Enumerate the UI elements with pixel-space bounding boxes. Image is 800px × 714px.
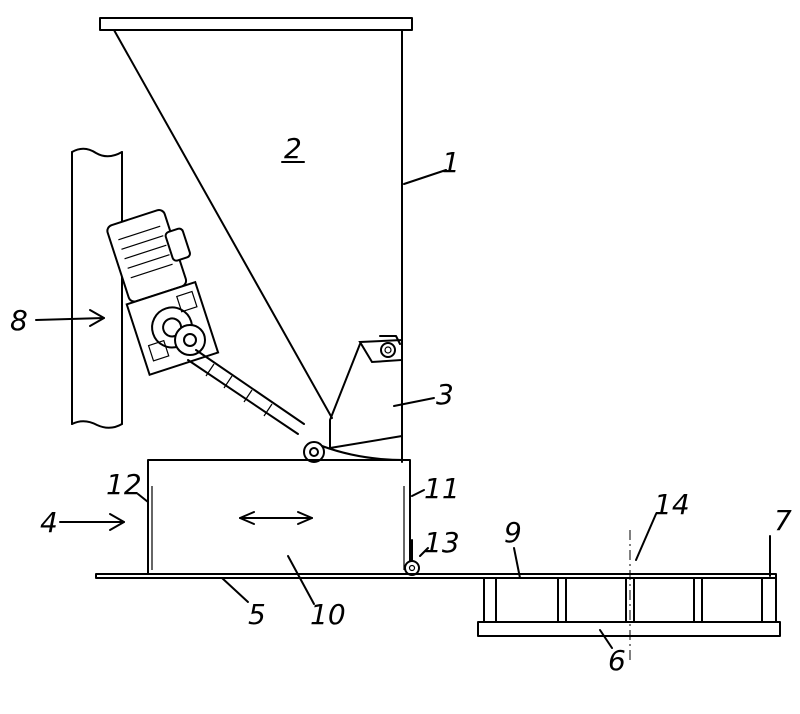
slide-box	[147, 459, 411, 575]
chute	[329, 335, 403, 449]
drive-shaft	[174, 324, 405, 463]
label-9: 9	[504, 516, 522, 549]
label-10: 10	[310, 598, 346, 631]
label-5: 5	[248, 598, 266, 631]
label-14: 14	[654, 488, 690, 521]
label-2: 2	[284, 132, 302, 165]
pallet	[477, 621, 781, 637]
hopper	[99, 17, 413, 463]
leader-lines	[35, 169, 771, 649]
label-4: 4	[40, 506, 58, 539]
label-3: 3	[436, 378, 454, 411]
label-11: 11	[424, 472, 460, 505]
drive-motor	[106, 209, 220, 376]
base-plate	[95, 573, 777, 579]
support-column	[71, 147, 123, 429]
label-7: 7	[774, 504, 792, 537]
label-1: 1	[442, 146, 460, 179]
label-12: 12	[106, 468, 142, 501]
hinge	[404, 539, 420, 576]
label-6: 6	[608, 644, 626, 677]
label-8: 8	[10, 304, 28, 337]
label-13: 13	[424, 526, 460, 559]
